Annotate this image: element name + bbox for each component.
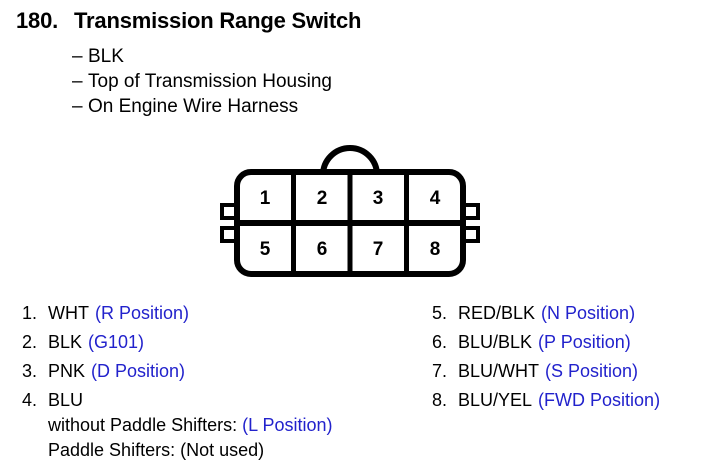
pin-legend-wire-code: WHT xyxy=(48,303,89,323)
pin-legend-wire-code: RED/BLK xyxy=(458,303,536,323)
pin-legend-index: 6. xyxy=(432,332,448,352)
connector-svg: 1 2 3 4 5 6 7 8 xyxy=(220,145,480,277)
pin-legend-item: 8. BLU/YEL(FWD Position) xyxy=(432,387,660,413)
header-detail-list: –BLK–Top of Transmission Housing–On Engi… xyxy=(72,44,332,119)
pin-legend-subline-label: Paddle Shifters: xyxy=(48,440,176,460)
pin-number: 8 xyxy=(430,239,441,260)
pin-legend-item: 4. BLU without Paddle Shifters:(L Position… xyxy=(22,387,332,463)
pin-number: 1 xyxy=(260,188,271,209)
pin-legend-main-line: 5. RED/BLK(N Position) xyxy=(432,300,660,326)
pin-legend-main-line: 2. BLK(G101) xyxy=(22,329,332,355)
pin-legend-wire-code: BLK xyxy=(48,332,83,352)
pin-legend-note: (G101) xyxy=(88,332,145,352)
pin-legend-item: 3. PNK(D Position) xyxy=(22,358,332,384)
pin-legend-item: 7. BLU/WHT (S Position) xyxy=(432,358,660,384)
pin-legend-wire-code: BLU/YEL xyxy=(458,390,533,410)
pin-legend-note: (S Position) xyxy=(545,361,639,381)
pin-legend-item: 6. BLU/BLK(P Position) xyxy=(432,329,660,355)
pin-legend-subline-label: without Paddle Shifters: xyxy=(48,415,238,435)
header-detail-line: –BLK xyxy=(72,44,332,69)
pin-legend-note: (N Position) xyxy=(541,303,636,323)
header-detail-line: –On Engine Wire Harness xyxy=(72,94,332,119)
pin-numbers-bottom: 5 6 7 8 xyxy=(260,239,441,260)
header-detail-text: On Engine Wire Harness xyxy=(88,96,299,117)
pin-legend-wire-code: BLU/BLK xyxy=(458,332,533,352)
pin-number: 6 xyxy=(317,239,328,260)
header-detail-line: –Top of Transmission Housing xyxy=(72,69,332,94)
pin-legend-subline: without Paddle Shifters:(L Position) xyxy=(48,413,332,438)
connector-diagram: 1 2 3 4 5 6 7 8 xyxy=(210,143,490,283)
pin-legend-index: 8. xyxy=(432,390,448,410)
pin-legend-index: 7. xyxy=(432,361,448,381)
pin-legend-subline: Paddle Shifters:(Not used) xyxy=(48,438,332,463)
pin-legend-wire-code: BLU xyxy=(48,390,84,410)
pin-legend-wire-code: PNK xyxy=(48,361,86,381)
pin-legend-note: (R Position) xyxy=(94,303,190,323)
pin-legend-main-line: 4. BLU xyxy=(22,387,332,413)
dash-bullet-icon: – xyxy=(72,46,83,67)
header-detail-text: BLK xyxy=(88,46,124,67)
pin-legend-note: (P Position) xyxy=(538,332,631,352)
header-detail-text: Top of Transmission Housing xyxy=(88,71,332,92)
pin-legend-index: 2. xyxy=(22,332,38,352)
pin-legend-index: 4. xyxy=(22,390,38,410)
cell-dividers xyxy=(291,172,409,274)
pin-legend-index: 3. xyxy=(22,361,38,381)
pin-legend-left-column: 1. WHT(R Position) 2. BLK(G101) 3. PNK(D Posi… xyxy=(22,300,332,466)
dash-bullet-icon: – xyxy=(72,96,83,117)
pin-legend-main-line: 7. BLU/WHT (S Position) xyxy=(432,358,660,384)
pin-number: 5 xyxy=(260,239,271,260)
pin-legend-main-line: 1. WHT(R Position) xyxy=(22,300,332,326)
pin-number: 2 xyxy=(317,188,328,209)
pin-legend-right-column: 5. RED/BLK(N Position) 6. BLU/BLK(P Positio… xyxy=(432,300,660,416)
pin-legend-wire-code: BLU/WHT xyxy=(458,361,539,381)
pin-legend-item: 1. WHT(R Position) xyxy=(22,300,332,326)
pin-legend-main-line: 3. PNK(D Position) xyxy=(22,358,332,384)
pin-legend-subline-value: (L Position) xyxy=(242,415,333,435)
title-text: Transmission Range Switch xyxy=(74,8,362,33)
pin-legend-item: 5. RED/BLK(N Position) xyxy=(432,300,660,326)
title-number: 180. xyxy=(16,8,59,33)
pin-numbers-top: 1 2 3 4 xyxy=(260,188,441,209)
pin-legend-note: (FWD Position) xyxy=(538,390,661,410)
pin-legend-index: 5. xyxy=(432,303,448,323)
pin-number: 4 xyxy=(430,188,441,209)
pin-legend-note: (D Position) xyxy=(91,361,186,381)
pin-number: 7 xyxy=(373,239,384,260)
pin-legend-item: 2. BLK(G101) xyxy=(22,329,332,355)
pin-legend-main-line: 6. BLU/BLK(P Position) xyxy=(432,329,660,355)
latch-arch-icon xyxy=(320,145,380,176)
pin-legend-main-line: 8. BLU/YEL(FWD Position) xyxy=(432,387,660,413)
pin-number: 3 xyxy=(373,188,384,209)
page-title: 180. Transmission Range Switch xyxy=(16,8,361,34)
pin-legend-subline-value: (Not used) xyxy=(180,440,265,460)
dash-bullet-icon: – xyxy=(72,71,83,92)
pin-legend-index: 1. xyxy=(22,303,38,323)
